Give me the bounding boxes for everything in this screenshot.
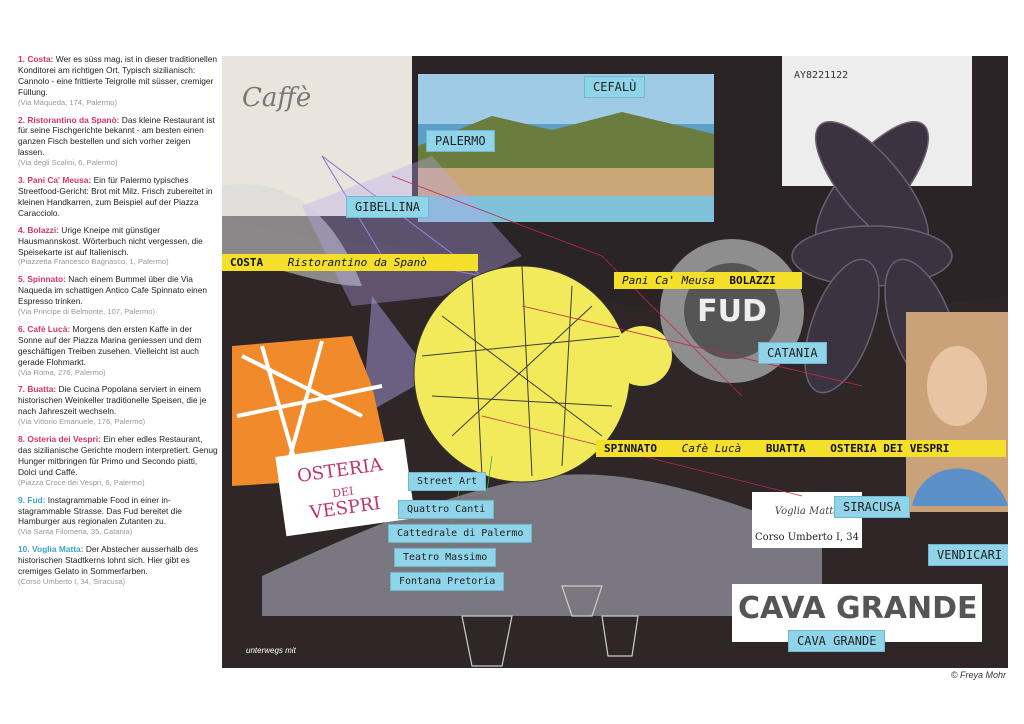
tag-catania: CATANIA [758, 342, 827, 364]
stripe-spano: Ristorantino da Spanò [287, 256, 427, 269]
caffe-handwriting: Caffè [242, 83, 311, 113]
spot-street-art: Street Art [408, 472, 487, 491]
svg-text:CAVA GRANDE: CAVA GRANDE [738, 591, 978, 626]
photo-credit: © Freya Mohr [950, 670, 1006, 680]
legend-list: 1. Costa: Wer es süss mag, ist in dieser… [18, 54, 218, 594]
stripe-pani: Pani Ca' Meusa [622, 274, 715, 287]
legend-number: 10. [18, 544, 30, 555]
spot-fontana-pretoria: Fontana Pretoria [390, 572, 505, 591]
svg-text:Corso Umberto I, 34: Corso Umberto I, 34 [755, 532, 859, 543]
legend-name: Cafè Lucà: [27, 323, 71, 334]
legend-name: Pani Ca' Meusa: [27, 175, 92, 186]
legend-number: 2. [18, 114, 25, 125]
stripe-spinnato: SPINNATO [604, 442, 657, 455]
legend-address: (Via degli Scalini, 6, Palermo) [18, 158, 118, 168]
svg-text:FUD: FUD [697, 294, 767, 329]
legend-name: Ristorantino da Spanò: [27, 114, 120, 125]
stripe-bolazzi: BOLAZZI [729, 274, 776, 287]
legend-entry: 10. Voglia Matta: Der Abstecher ausserha… [18, 544, 218, 588]
legend-number: 3. [18, 175, 25, 186]
legend-entry: 1. Costa: Wer es süss mag, ist in dieser… [18, 54, 218, 109]
signature: unterwegs mit [246, 646, 296, 655]
spot-quattro-canti: Quattro Canti [398, 500, 495, 519]
legend-entry: 2. Ristorantino da Spanò: Das kleine Res… [18, 115, 218, 170]
legend-address: (Via Vittorio Emanuele, 176, Palermo) [18, 417, 146, 427]
glass-sketches [461, 585, 639, 667]
legend-text: Ein eher edles Res­taurant, das sizilian… [18, 434, 218, 477]
legend-name: Voglia Matta: [31, 544, 84, 555]
stripe-bottom: SPINNATO Cafè Lucà BUATTA OSTERIA DEI VE… [596, 440, 1006, 457]
legend-text: Urige Kneipe mit günstiger Hausmannskost… [18, 224, 203, 257]
tag-siracusa: SIRACUSA [834, 496, 910, 518]
legend-number: 5. [18, 274, 25, 285]
legend-address: (Via Principe di Belmonte, 107, Palermo) [18, 307, 156, 317]
spot-teatro-massimo: Teatro Massimo [394, 548, 497, 567]
stripe-top-left: COSTA Ristorantino da Spanò [222, 254, 478, 271]
osteria-sign [275, 438, 416, 537]
collage-artwork: Caffè AY8221122 FUD [222, 56, 1008, 668]
legend-text: Instagrammable Food in einer in­stagramm… [18, 494, 182, 527]
legend-text: Ein für Palermo ty­pisches Streetfood-Ge… [18, 175, 213, 218]
tag-gibellina: GIBELLINA [346, 196, 430, 218]
tag-palermo: PALERMO [426, 130, 495, 152]
svg-text:AY8221122: AY8221122 [794, 70, 848, 81]
legend-number: 4. [18, 224, 25, 235]
stripe-osteria: OSTERIA DEI VESPRI [830, 442, 950, 455]
legend-address: (Via Maqueda, 174, Palermo) [18, 97, 118, 107]
stripe-top-right: Pani Ca' Meusa BOLAZZI [614, 272, 802, 289]
legend-entry: 6. Cafè Lucà: Morgens den ersten Kaffe i… [18, 324, 218, 379]
stripe-costa: COSTA [230, 256, 264, 269]
svg-text:DEI: DEI [332, 485, 355, 501]
collage-map: Caffè AY8221122 FUD [222, 56, 1008, 668]
legend-address: (Corso Umberto I, 34, Siracusa) [18, 576, 126, 586]
legend-number: 7. [18, 384, 25, 395]
stripe-luca: Cafè Lucà [681, 442, 742, 455]
legend-number: 9. [18, 494, 25, 505]
legend-entry: 9. Fud: Instagrammable Food in einer in­… [18, 495, 218, 539]
legend-name: Buatta: [27, 384, 57, 395]
legend-entry: 8. Osteria dei Vespri: Ein eher edles Re… [18, 434, 218, 489]
legend-address: (Via Santa Filomena, 35, Catania) [18, 527, 133, 537]
legend-text: Das kleine Restaurant ist für seine Fisc… [18, 114, 215, 158]
legend-text: Wer es süss mag, ist in dieser tradition… [18, 54, 218, 97]
legend-address: (Piazzetta Francesco Bagnasco, 1, Palerm… [18, 257, 169, 267]
legend-number: 6. [18, 323, 25, 334]
spot-cattedrale: Cattedrale di Palermo [388, 524, 533, 543]
tag-cava-grande: CAVA GRANDE [788, 630, 886, 652]
tag-cefalu: CEFALÙ [584, 76, 646, 98]
legend-name: Osteria dei Vespri: [27, 434, 101, 445]
legend-text: Der Abstecher ausserhalb des historische… [18, 544, 199, 577]
legend-entry: 7. Buatta: Die Cucina Popolana serviert … [18, 384, 218, 428]
legend-name: Costa: [27, 54, 54, 64]
legend-name: Bolazzi: [27, 224, 59, 235]
legend-number: 8. [18, 434, 25, 445]
legend-address: (Piazza Croce dei Vespri, 6, Palermo) [18, 477, 145, 487]
legend-number: 1. [18, 54, 25, 64]
legend-entry: 5. Spinnato: Nach einem Bummel über die … [18, 274, 218, 318]
legend-entry: 3. Pani Ca' Meusa: Ein für Palermo ty­pi… [18, 175, 218, 219]
stripe-buatta: BUATTA [765, 442, 806, 455]
legend-text: Die Cucina Popolana serviert in einem hi… [18, 384, 207, 417]
legend-text: Morgens den ersten Kaffe in der Sonne au… [18, 323, 202, 367]
legend-name: Fud: [27, 494, 46, 505]
legend-entry: 4. Bolazzi: Urige Kneipe mit günstiger H… [18, 225, 218, 269]
legend-text: Nach einem Bummel über die Via Naqueda i… [18, 274, 208, 307]
legend-address: (Via Roma, 276, Palermo) [18, 367, 106, 377]
svg-text:Voglia Matta: Voglia Matta [775, 506, 840, 517]
legend-name: Spinnato: [27, 274, 66, 285]
tag-vendicari: VENDICARI [928, 544, 1008, 566]
